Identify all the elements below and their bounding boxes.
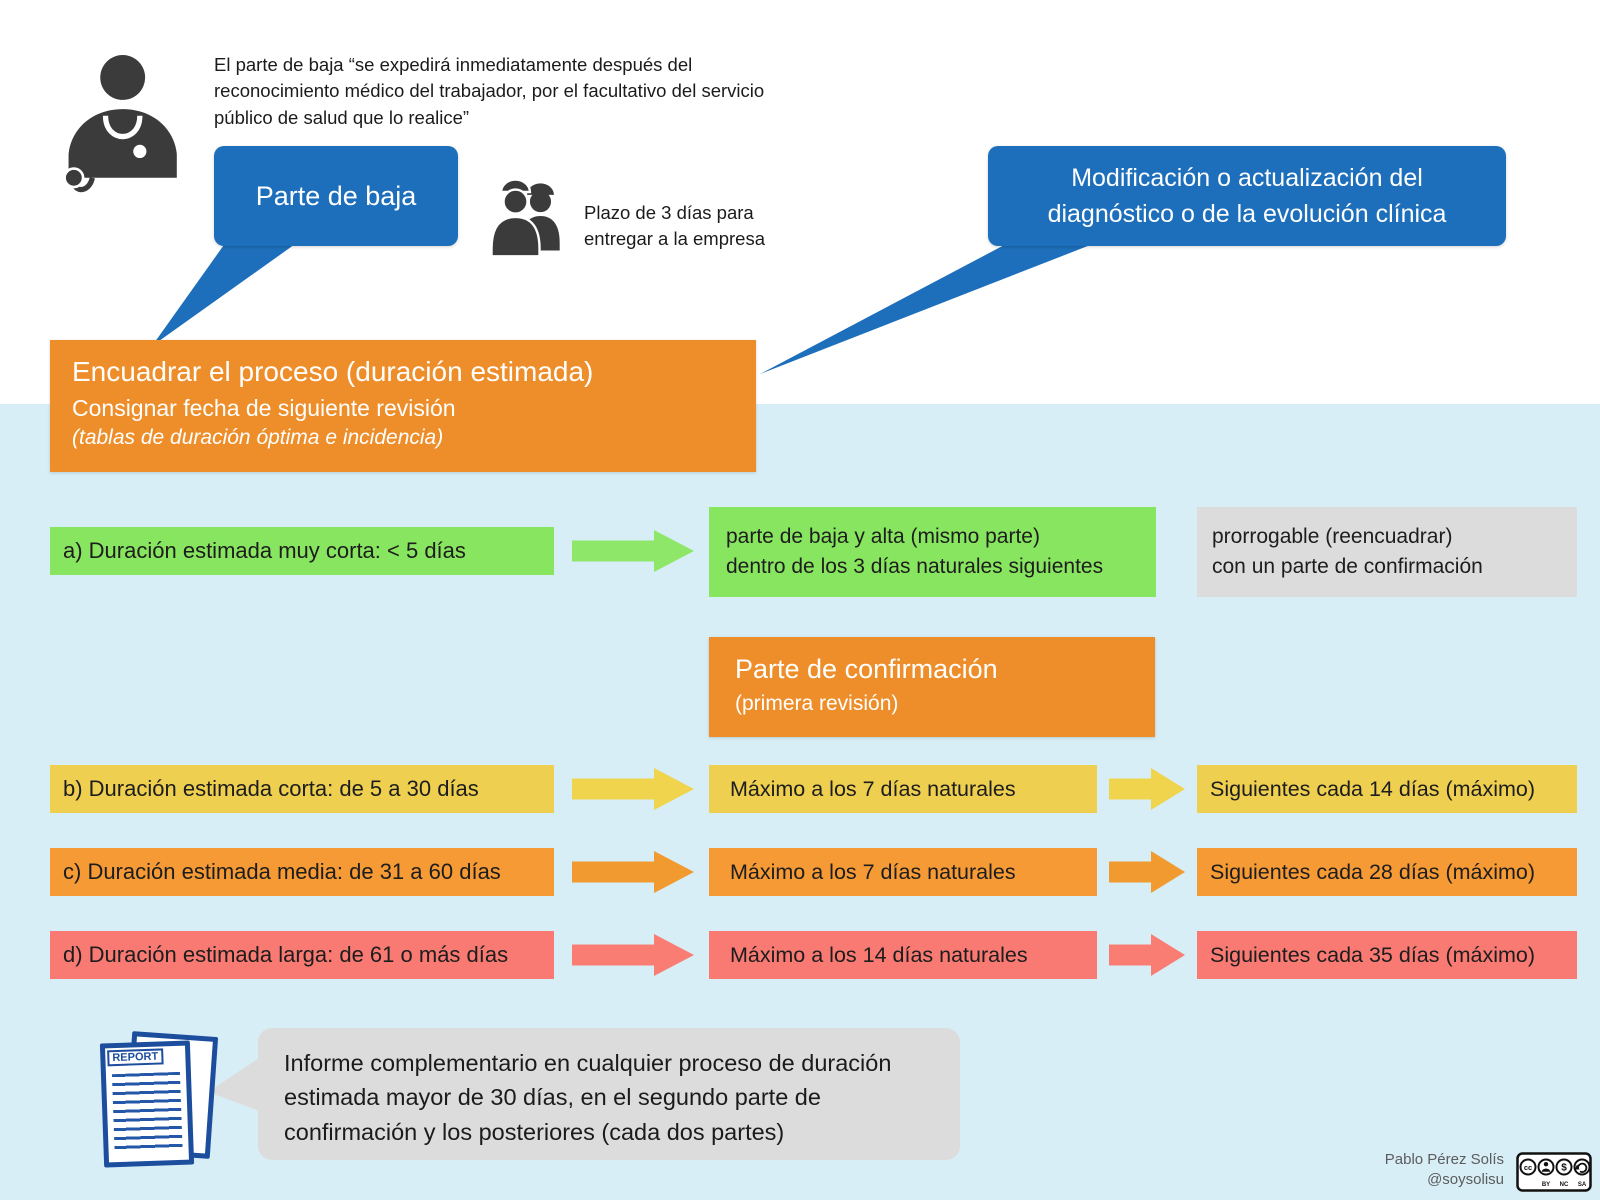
encuadrar-line2: Consignar fecha de siguiente revisión xyxy=(72,395,456,421)
row-a-result-line2: dentro de los 3 días naturales siguiente… xyxy=(726,555,1104,578)
plazo-text: Plazo de 3 días para entregar a la empre… xyxy=(584,202,765,249)
row-c-mid-text: Máximo a los 7 días naturales xyxy=(730,859,1016,884)
cc-icon xyxy=(1519,1158,1537,1176)
encuadrar-title: Encuadrar el proceso (duración estimada) xyxy=(72,356,594,387)
row-d-mid: Máximo a los 14 días naturales xyxy=(709,931,1097,979)
row-b-label-text: b) Duración estimada corta: de 5 a 30 dí… xyxy=(63,776,479,801)
report-page-front: REPORT xyxy=(99,1040,195,1168)
informe-bubble: Informe complementario en cualquier proc… xyxy=(258,1028,960,1160)
row-c-label-text: c) Duración estimada media: de 31 a 60 d… xyxy=(63,859,501,884)
modificacion-bubble-tail xyxy=(760,242,1098,374)
row-c-arrow-2 xyxy=(1109,850,1187,894)
encuadrar-box: Encuadrar el proceso (duración estimada)… xyxy=(50,340,756,472)
row-d-arrow-2 xyxy=(1109,933,1187,977)
modificacion-label: Modificación o actualización del diagnós… xyxy=(1047,163,1447,228)
row-b-right: Siguientes cada 14 días (máximo) xyxy=(1197,765,1577,813)
row-c-right-text: Siguientes cada 28 días (máximo) xyxy=(1210,859,1536,884)
row-b-mid: Máximo a los 7 días naturales xyxy=(709,765,1097,813)
row-d-mid-text: Máximo a los 14 días naturales xyxy=(730,942,1028,967)
row-b-arrow-2 xyxy=(1109,767,1187,811)
row-a-arrow xyxy=(572,529,696,573)
row-c-arrow-1 xyxy=(572,850,696,894)
report-icon: REPORT xyxy=(99,1031,220,1168)
row-d-right-text: Siguientes cada 35 días (máximo) xyxy=(1210,942,1536,967)
author-credit: Pablo Pérez Solís @soysolisu xyxy=(1385,1150,1504,1191)
row-b-mid-text: Máximo a los 7 días naturales xyxy=(730,776,1016,801)
row-c-mid: Máximo a los 7 días naturales xyxy=(709,848,1097,896)
parte-de-baja-bubble: Parte de baja xyxy=(214,146,458,246)
row-a-note-box: prorrogable (reencuadrar) con un parte d… xyxy=(1197,507,1577,597)
parte-de-baja-label: Parte de baja xyxy=(255,180,417,211)
parte-confirmacion-title: Parte de confirmación xyxy=(735,654,998,684)
cc-by-icon xyxy=(1537,1158,1555,1176)
row-d-label: d) Duración estimada larga: de 61 o más … xyxy=(50,931,554,979)
parte-confirmacion-subtitle: (primera revisión) xyxy=(735,692,899,715)
row-a-label: a) Duración estimada muy corta: < 5 días xyxy=(50,527,554,575)
cc-sa-label: SA xyxy=(1578,1182,1587,1188)
doctor-icon xyxy=(58,50,190,200)
author-handle: @soysolisu xyxy=(1427,1171,1504,1189)
row-a-result-line1: parte de baja y alta (mismo parte) xyxy=(726,525,1040,549)
parte-de-baja-bubble-tail xyxy=(152,242,298,346)
workers-icon xyxy=(480,170,576,262)
row-c-right: Siguientes cada 28 días (máximo) xyxy=(1197,848,1577,896)
row-a-label-text: a) Duración estimada muy corta: < 5 días xyxy=(63,538,466,563)
modificacion-bubble: Modificación o actualización del diagnós… xyxy=(988,146,1506,246)
intro-quote: El parte de baja “se expedirá inmediatam… xyxy=(214,54,765,128)
row-a-result-box: parte de baja y alta (mismo parte) dentr… xyxy=(709,507,1156,597)
cc-license-badge: cc $ BY NC SA xyxy=(1516,1152,1592,1192)
cc-nc-label: NC xyxy=(1560,1182,1569,1188)
row-d-label-text: d) Duración estimada larga: de 61 o más … xyxy=(63,942,509,967)
encuadrar-line3: (tablas de duración óptima e incidencia) xyxy=(72,426,444,449)
author-name: Pablo Pérez Solís xyxy=(1384,1151,1504,1168)
cc-sa-icon xyxy=(1573,1158,1591,1176)
row-b-right-text: Siguientes cada 14 días (máximo) xyxy=(1210,776,1536,801)
parte-confirmacion-box: Parte de confirmación (primera revisión) xyxy=(709,637,1155,737)
svg-text:cc: cc xyxy=(1524,1163,1532,1172)
row-b-label: b) Duración estimada corta: de 5 a 30 dí… xyxy=(50,765,554,813)
row-a-note-line2: con un parte de confirmación xyxy=(1212,555,1483,578)
svg-text:$: $ xyxy=(1561,1163,1567,1174)
cc-nc-icon xyxy=(1555,1158,1573,1176)
row-b-arrow-1 xyxy=(572,767,696,811)
cc-by-label: BY xyxy=(1542,1182,1550,1188)
informe-text: Informe complementario en cualquier proc… xyxy=(284,1050,892,1145)
row-a-note-line1: prorrogable (reencuadrar) xyxy=(1212,525,1453,549)
report-text-lines xyxy=(111,1071,183,1155)
row-c-label: c) Duración estimada media: de 31 a 60 d… xyxy=(50,848,554,896)
row-d-right: Siguientes cada 35 días (máximo) xyxy=(1197,931,1577,979)
report-label: REPORT xyxy=(107,1048,164,1067)
row-d-arrow-1 xyxy=(572,933,696,977)
